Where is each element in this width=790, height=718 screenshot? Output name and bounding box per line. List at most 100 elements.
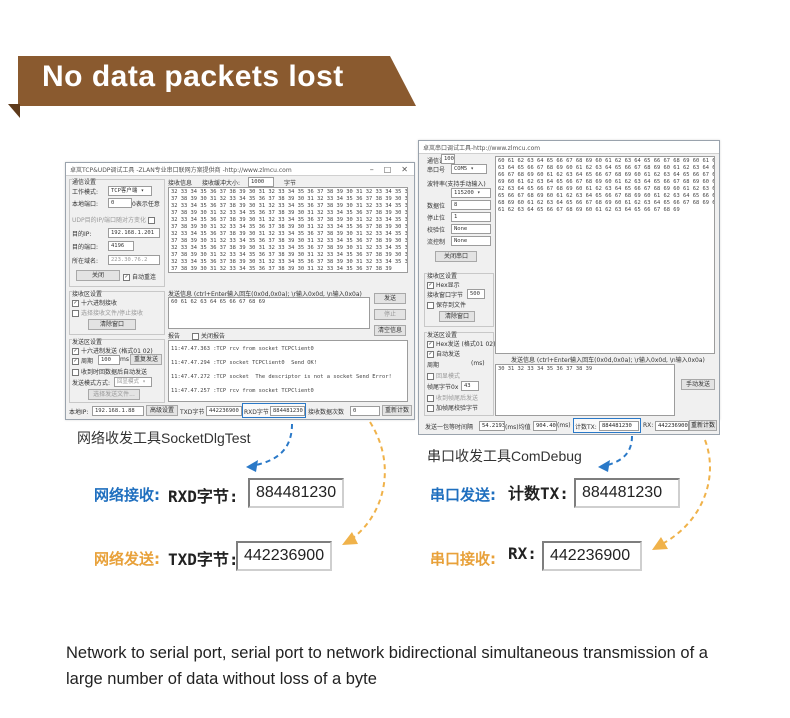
- net-send-label: 网络发送:: [94, 550, 160, 568]
- send-info-label: 发送信息 (ctrl+Enter输入回车(0x0d,0x0a); \r输入0x0…: [168, 291, 362, 298]
- com-hex-send-checkbox: ✓: [427, 341, 434, 348]
- close-port-button[interactable]: 关闭串口: [435, 251, 477, 262]
- tx-label: 计数TX:: [575, 424, 597, 431]
- com-send-textarea[interactable]: 30 31 32 33 34 35 36 37 38 39: [495, 364, 675, 416]
- send-settings-group: [69, 339, 165, 403]
- receive-count-label: 接收数据次数: [308, 409, 345, 416]
- receive-line: 37 38 39 30 31 32 33 34 35 36 37 38 39 3…: [171, 266, 392, 272]
- com-receive-line: 66 67 68 69 60 61 62 63 64 65 66 67 68 6…: [498, 172, 714, 178]
- local-port-input[interactable]: 0: [108, 198, 132, 208]
- save-file-option[interactable]: 保存到文件: [427, 300, 466, 309]
- receive-settings-group: [69, 291, 165, 335]
- baud-select[interactable]: 115200 ▾: [451, 188, 491, 198]
- send-mode-select[interactable]: 回显模式 ▾: [114, 377, 152, 387]
- receive-info-label: 接收信息: [168, 180, 193, 187]
- report-content: 11:47.47.363 :TCP rcv from socket TCPCli…: [169, 341, 407, 399]
- minimize-icon[interactable]: –: [369, 164, 374, 174]
- com-receive-textarea[interactable]: 60 61 62 63 64 65 66 67 68 69 60 61 62 6…: [495, 156, 715, 354]
- com-send-group: [424, 332, 494, 416]
- hex-receive-option[interactable]: ✓十六进制接收: [72, 300, 118, 307]
- data-bits-select[interactable]: 8: [451, 200, 491, 210]
- banner-background: [18, 56, 416, 106]
- report-line: 11:47.47.272 :TCP socket The descriptor …: [171, 374, 392, 380]
- reset-count-button[interactable]: 重新计数: [382, 405, 412, 416]
- buffer-size-unit: 字节: [284, 180, 297, 187]
- close-report-option[interactable]: 关闭报告: [192, 331, 225, 340]
- stop-bits-select[interactable]: 1: [451, 212, 491, 222]
- send-button[interactable]: 发送: [374, 293, 406, 304]
- local-ip-input[interactable]: 192.168.1.88: [92, 406, 144, 416]
- checksum-option[interactable]: 加帧尾校验字节: [427, 403, 478, 412]
- window-title: 卓岚串口调试工具-http://www.zlmcu.com: [423, 144, 541, 152]
- reply-send-checkbox: [72, 369, 79, 376]
- dest-ip-input[interactable]: 192.168.1.201: [108, 228, 160, 238]
- com-receive-field-label: RX:: [508, 544, 537, 563]
- clear-info-button[interactable]: 清空信息: [374, 325, 406, 336]
- com-period-input[interactable]: 100: [441, 154, 455, 164]
- close-icon[interactable]: ✕: [401, 164, 408, 174]
- com-receive-line: 65 66 67 68 69 60 61 62 63 64 65 66 67 6…: [498, 193, 714, 199]
- reply-frame-option[interactable]: 收到帧尾后发送: [427, 393, 478, 402]
- com-receive-header: 接收区设置: [427, 271, 458, 280]
- reply-send-option[interactable]: 收到时回数据后自动发送: [72, 367, 147, 376]
- com-reset-button[interactable]: 重新计数: [689, 420, 717, 431]
- com-period-label: 周期: [427, 362, 440, 369]
- receive-textarea[interactable]: 32 33 34 35 36 37 38 39 30 31 32 33 34 3…: [168, 187, 408, 273]
- period-input[interactable]: 100: [98, 355, 120, 365]
- rxd-label: RXD字节: [244, 409, 269, 416]
- maximize-icon[interactable]: □: [383, 164, 392, 174]
- interval-unit: (ms)均值: [505, 424, 531, 431]
- close-connection-button[interactable]: 关闭: [76, 270, 120, 281]
- com-send-arrow: [603, 435, 633, 467]
- auto-reconnect-option[interactable]: ✓自动重连: [123, 274, 157, 281]
- dest-port-input[interactable]: 4196: [108, 241, 134, 251]
- period-option[interactable]: ✓周期: [72, 358, 94, 365]
- frame-end-input[interactable]: 43: [461, 381, 479, 391]
- receive-line: 32 33 34 35 36 37 38 39 30 31 32 33 34 3…: [171, 203, 407, 209]
- manual-send-button[interactable]: 手动发送: [681, 379, 715, 390]
- hex-send-option[interactable]: ✓十六进制发送 (格式01 02): [72, 348, 153, 355]
- save-receive-option[interactable]: 选择接收文件/停止接收: [72, 308, 143, 317]
- parity-select[interactable]: None: [451, 224, 491, 234]
- dest-domain-input[interactable]: 223.30.76.2: [108, 255, 160, 265]
- buffer-size-input[interactable]: 1000: [248, 177, 274, 187]
- com-settings-header: 通信设置: [427, 158, 452, 165]
- window-bytes-input[interactable]: 500: [467, 289, 485, 299]
- clear-receive-button[interactable]: 清除窗口: [88, 319, 136, 330]
- mode-select[interactable]: TCP客户端 ▾: [108, 186, 152, 196]
- socket-tool-caption: 网络收发工具SocketDlgTest: [77, 430, 251, 446]
- comdebug-window: 卓岚串口调试工具-http://www.zlmcu.com 通信设置 串口号 C…: [418, 140, 720, 420]
- report-textarea[interactable]: 11:47.47.363 :TCP rcv from socket TCPCli…: [168, 340, 408, 402]
- comdebug-caption: 串口收发工具ComDebug: [427, 448, 582, 464]
- echo-option[interactable]: 回显模式: [427, 371, 460, 380]
- data-bits-label: 数据位: [427, 203, 446, 210]
- comdebug-titlebar: 卓岚串口调试工具-http://www.zlmcu.com: [419, 141, 719, 154]
- com-receive-line: 60 61 62 63 64 65 66 67 68 69 60 61 62 6…: [498, 158, 714, 164]
- footer-description: Network to serial port, serial port to n…: [66, 644, 708, 688]
- send-textarea[interactable]: 60 61 62 63 64 65 66 67 68 69: [168, 297, 370, 329]
- udp-option[interactable]: UDP目的IP/端口随对方变化: [72, 215, 157, 224]
- receive-count-value: 0: [350, 406, 380, 416]
- repeat-send-button[interactable]: 重复发送: [130, 354, 162, 365]
- flow-label: 流控制: [427, 239, 446, 246]
- flow-select[interactable]: None: [451, 236, 491, 246]
- hex-display-checkbox: ✓: [427, 282, 434, 289]
- stop-button[interactable]: 停止: [374, 309, 406, 320]
- auto-send-checkbox: ✓: [427, 351, 434, 358]
- comdebug-statusbar: 发送一包等时间隔 54.2193 (ms)均值 904.409 (ms) 计数T…: [418, 418, 720, 435]
- advanced-settings-button[interactable]: 高级设置: [146, 405, 178, 416]
- receive-line: 37 38 39 30 31 32 33 34 35 36 37 38 39 3…: [171, 252, 407, 258]
- select-send-file-button[interactable]: 选择发送文件...: [88, 389, 140, 400]
- com-hex-send-option[interactable]: ✓Hex发送 (格式01 02): [427, 341, 496, 348]
- txd-value: 442236900: [206, 406, 242, 416]
- receive-line: 32 33 34 35 36 37 38 39 30 31 32 33 34 3…: [171, 245, 407, 251]
- stop-bits-label: 停止位: [427, 215, 446, 222]
- net-receive-arrow: [251, 423, 293, 467]
- port-select[interactable]: COM5 ▾: [451, 164, 487, 174]
- period-checkbox: ✓: [72, 358, 79, 365]
- socket-tool-titlebar: 卓岚TCP&UDP调试工具 -ZLAN专业串口联网方案提供商 -http://w…: [66, 163, 414, 176]
- com-clear-button[interactable]: 清除窗口: [439, 311, 475, 322]
- hex-display-option[interactable]: ✓Hex显示: [427, 282, 460, 289]
- auto-send-option[interactable]: ✓自动发送: [427, 351, 461, 358]
- net-receive-field-label: RXD字节:: [168, 487, 239, 506]
